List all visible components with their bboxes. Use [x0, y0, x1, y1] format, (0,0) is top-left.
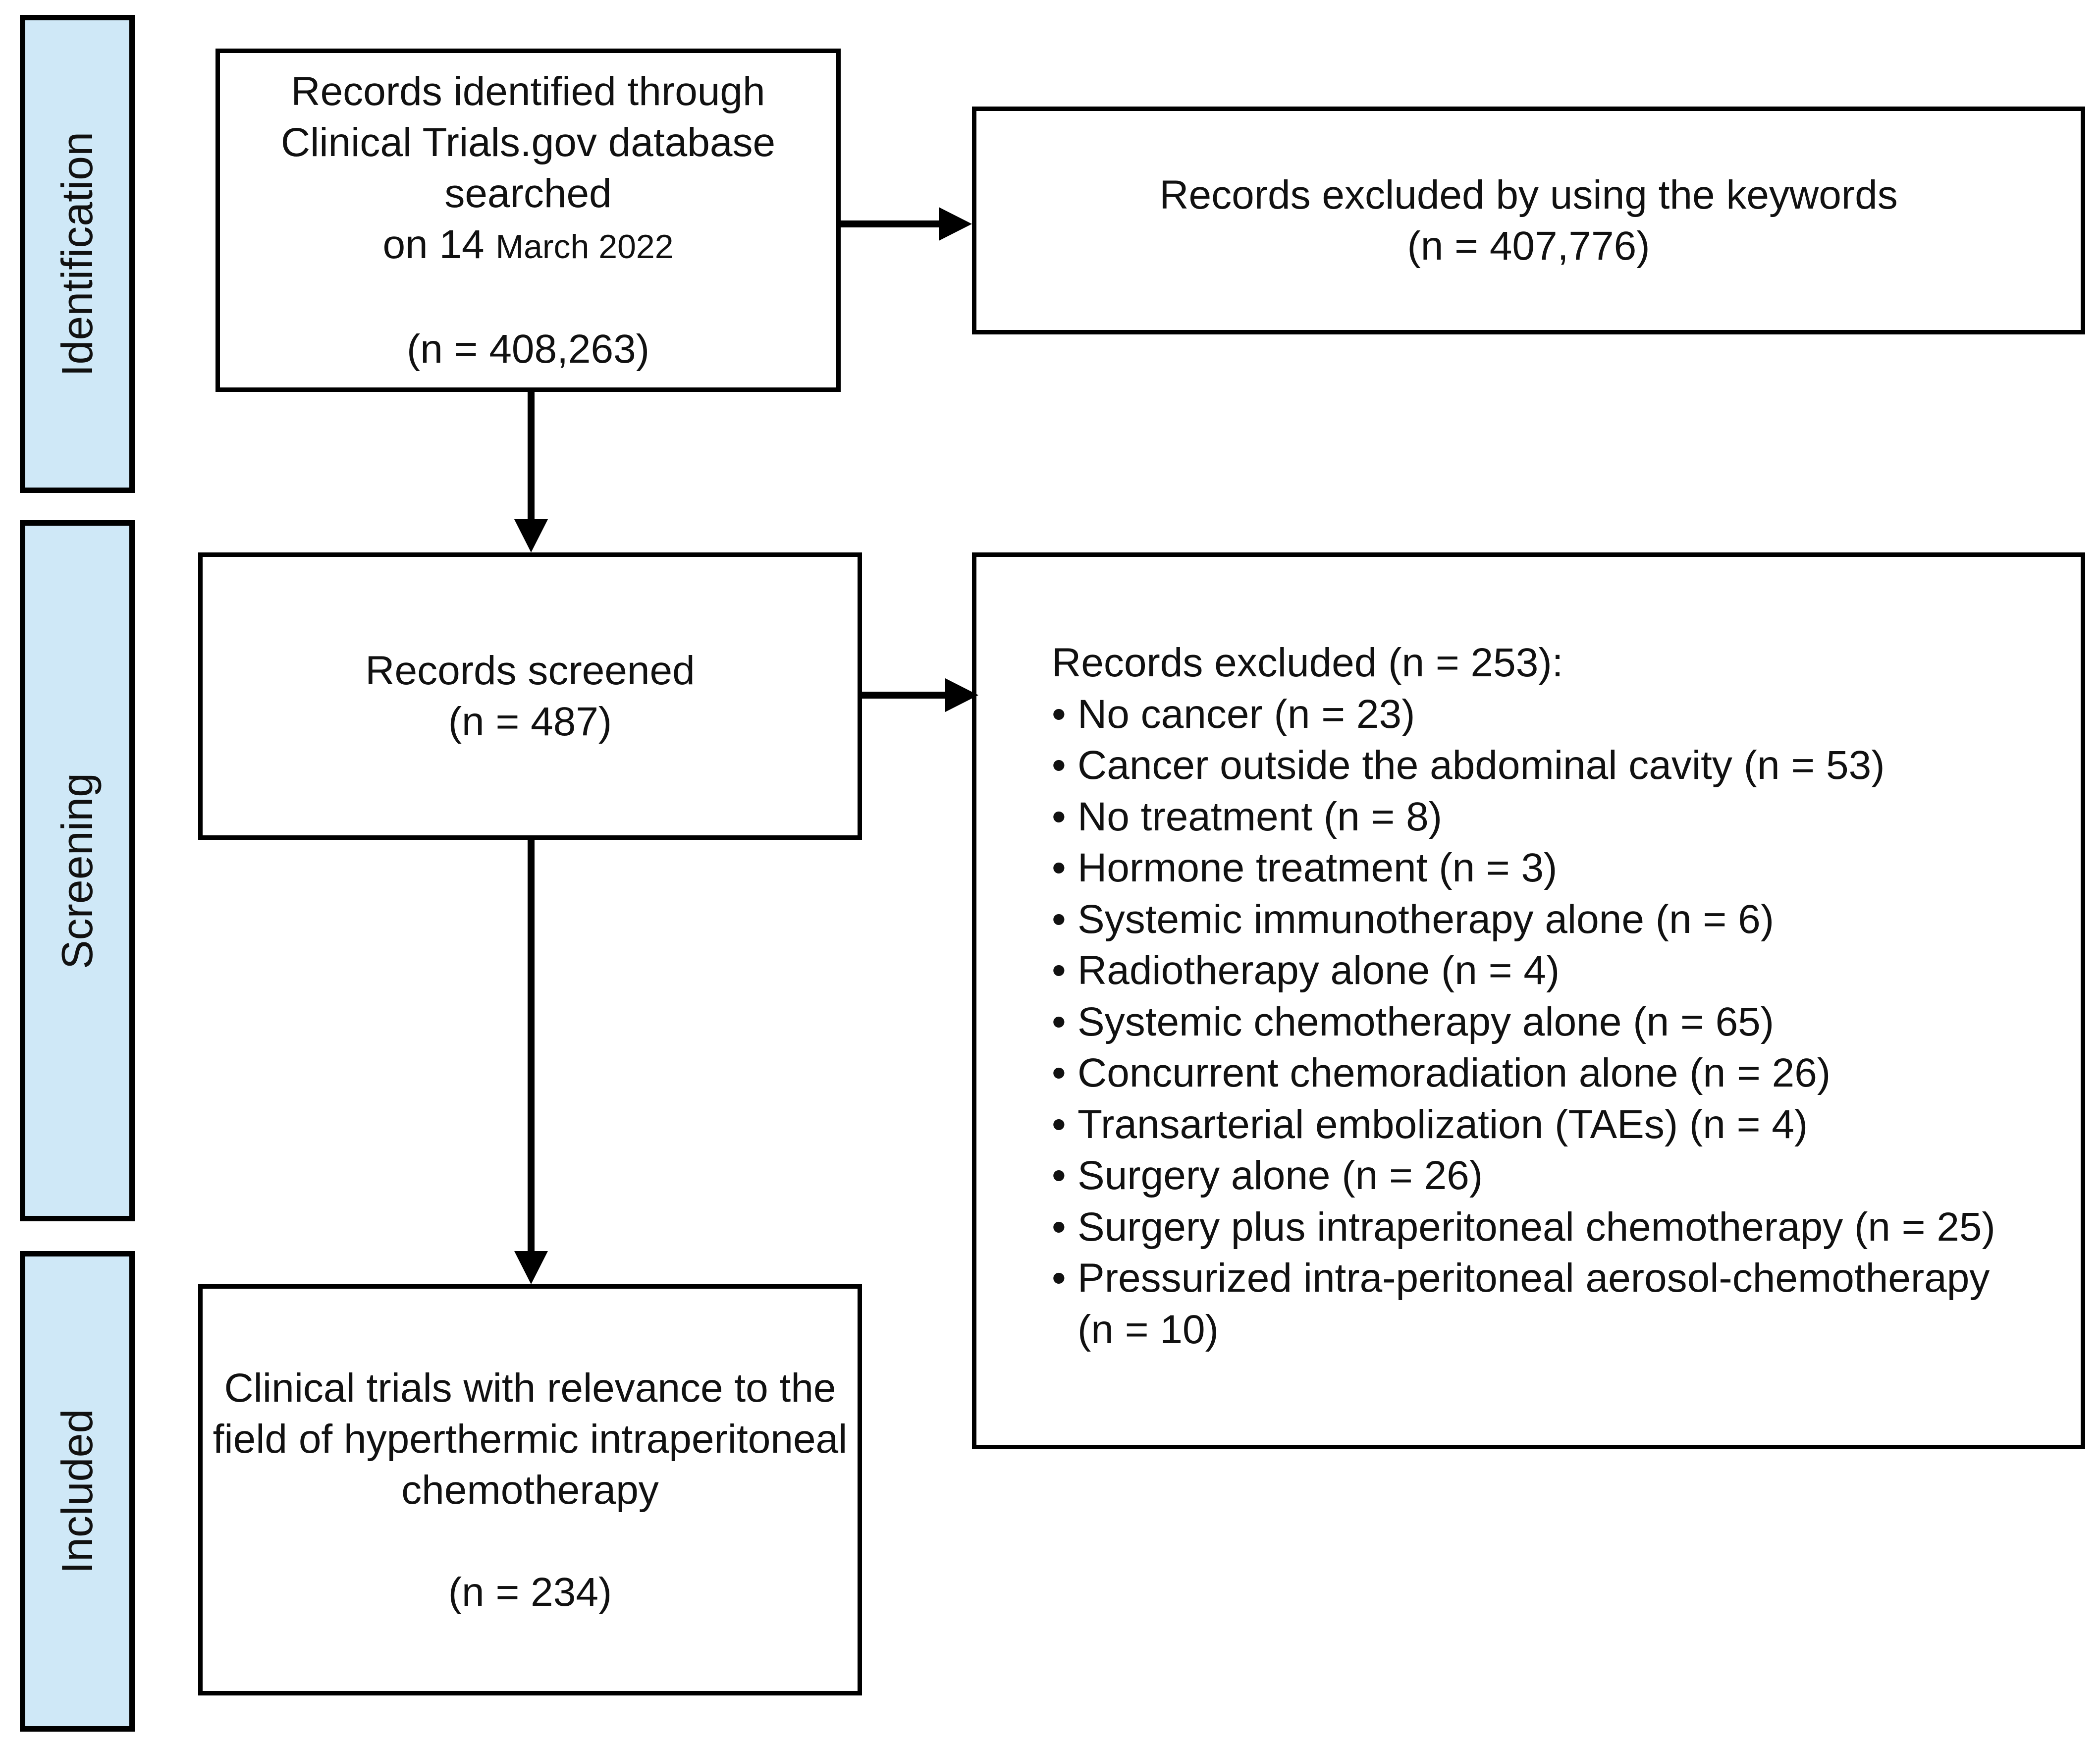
exclusion-reason: •Concurrent chemoradiation alone (n = 26…: [1052, 1047, 1995, 1099]
exclusion-reason-text: Cancer outside the abdominal cavity (n =…: [1077, 743, 1885, 788]
exclusion-reason: •No treatment (n = 8): [1052, 791, 1995, 843]
stage-screening: Screening: [20, 520, 135, 1221]
records-identified-box: Records identified through Clinical Tria…: [215, 49, 841, 392]
exclusion-reason: •Pressurized intra-peritoneal aerosol-ch…: [1052, 1253, 1995, 1304]
exclusion-reason-text: Systemic immunotherapy alone (n = 6): [1077, 896, 1775, 942]
exclusion-reason-text: Radiotherapy alone (n = 4): [1077, 948, 1560, 993]
records-screened-box: Records screened (n = 487): [198, 552, 862, 840]
exclusion-reason-text: Transarterial embolization (TAEs) (n = 4…: [1077, 1101, 1808, 1147]
exclusion-reason-text: Surgery plus intraperitoneal chemotherap…: [1077, 1204, 1995, 1250]
arrowhead-right: [939, 207, 972, 241]
included-line2: field of hyperthermic intraperitoneal: [213, 1416, 848, 1462]
bullet-glyph: •: [1052, 743, 1066, 788]
exclusion-reason: •Hormone treatment (n = 3): [1052, 842, 1995, 894]
records-identified-date: on 14 March 2022: [382, 219, 673, 273]
records-identified-date-month: March 2022: [495, 228, 674, 266]
included-line3: chemotherapy: [401, 1467, 659, 1513]
records-excluded-box: Records excluded (n = 253): •No cancer (…: [972, 552, 2085, 1449]
stage-included: Included: [20, 1251, 135, 1732]
included-count: (n = 234): [448, 1569, 612, 1615]
records-identified-line2: Clinical Trials.gov database: [280, 120, 776, 165]
exclusion-reason-text: No treatment (n = 8): [1077, 794, 1443, 839]
bullet-glyph: •: [1052, 1101, 1066, 1147]
records-identified-count: (n = 408,263): [406, 327, 650, 372]
included-box: Clinical trials with relevance to the fi…: [198, 1284, 862, 1695]
records-excluded-keywords-label: Records excluded by using the keywords: [1159, 172, 1898, 218]
bullet-glyph: •: [1052, 845, 1066, 890]
arrowhead-down: [514, 1251, 548, 1284]
bullet-glyph: •: [1052, 1050, 1066, 1095]
bullet-glyph: •: [1052, 691, 1066, 737]
arrowhead-right: [945, 678, 978, 712]
exclusion-reason: •Surgery plus intraperitoneal chemothera…: [1052, 1201, 1995, 1253]
records-excluded-keywords-count: (n = 407,776): [1407, 223, 1650, 269]
exclusion-reason-text: Systemic chemotherapy alone (n = 65): [1077, 999, 1775, 1044]
exclusion-reason: •Systemic chemotherapy alone (n = 65): [1052, 996, 1995, 1048]
bullet-glyph: •: [1052, 794, 1066, 839]
bullet-glyph: •: [1052, 1204, 1066, 1250]
exclusion-reason: •Transarterial embolization (TAEs) (n = …: [1052, 1099, 1995, 1150]
records-identified-date-prefix: on 14: [382, 222, 485, 267]
records-screened-count: (n = 487): [448, 699, 612, 744]
arrowhead-down: [514, 519, 548, 552]
exclusion-reason-continuation: (n = 10): [1077, 1307, 1219, 1352]
records-identified-line3: searched: [444, 171, 612, 216]
records-excluded-list: Records excluded (n = 253): •No cancer (…: [1052, 637, 1995, 1355]
bullet-glyph: •: [1052, 948, 1066, 993]
included-line1: Clinical trials with relevance to the: [224, 1365, 836, 1411]
exclusion-reason-text: Surgery alone (n = 26): [1077, 1153, 1483, 1198]
records-excluded-keywords-box: Records excluded by using the keywords (…: [972, 107, 2085, 334]
exclusion-reason-text: Hormone treatment (n = 3): [1077, 845, 1558, 890]
bullet-glyph: •: [1052, 1255, 1066, 1301]
bullet-glyph: •: [1052, 1153, 1066, 1198]
records-excluded-heading: Records excluded (n = 253):: [1052, 640, 1563, 685]
exclusion-reason-text: No cancer (n = 23): [1077, 691, 1415, 737]
bullet-glyph: •: [1052, 999, 1066, 1044]
exclusion-reason: •Cancer outside the abdominal cavity (n …: [1052, 740, 1995, 791]
exclusion-reason: •No cancer (n = 23): [1052, 689, 1995, 740]
exclusion-reason: •Radiotherapy alone (n = 4): [1052, 945, 1995, 996]
exclusion-reason-text: Concurrent chemoradiation alone (n = 26): [1077, 1050, 1831, 1095]
exclusion-reason: •Systemic immunotherapy alone (n = 6): [1052, 894, 1995, 945]
bullet-glyph: •: [1052, 896, 1066, 942]
exclusion-reason-text: Pressurized intra-peritoneal aerosol-che…: [1077, 1255, 1990, 1301]
records-screened-label: Records screened: [365, 648, 695, 693]
stage-identification: Identification: [20, 15, 135, 493]
records-identified-line1: Records identified through: [291, 69, 765, 114]
exclusion-reason: •Surgery alone (n = 26): [1052, 1150, 1995, 1201]
